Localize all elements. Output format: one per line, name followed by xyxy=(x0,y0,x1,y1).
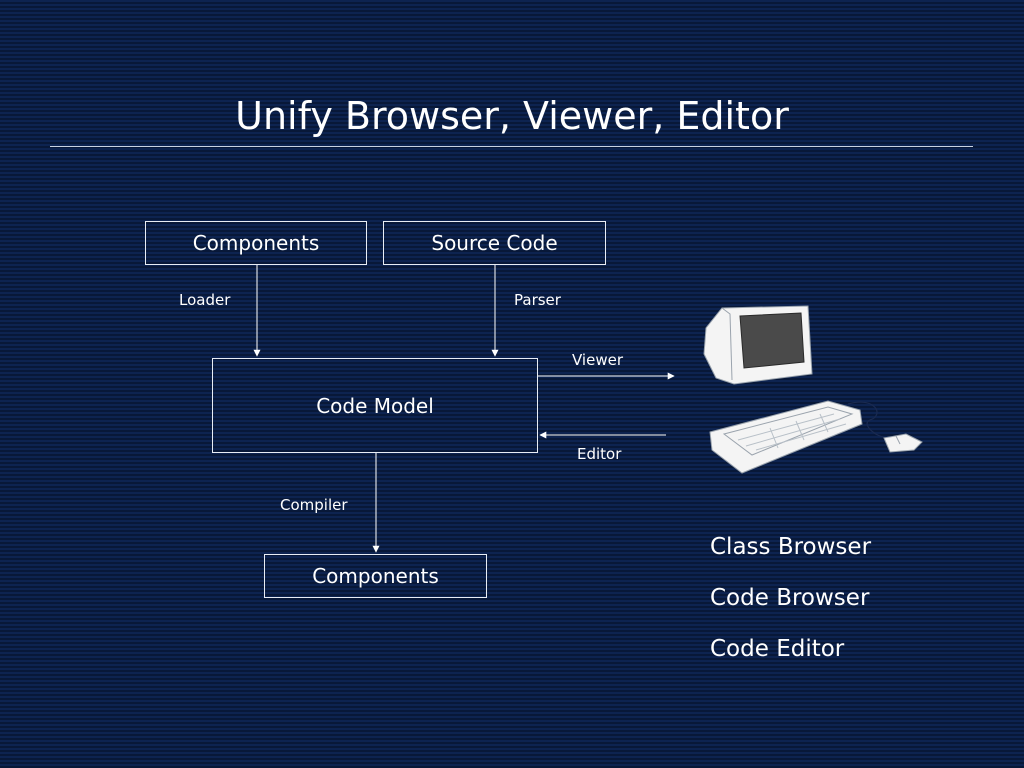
editor-label: Editor xyxy=(577,445,622,463)
code-model-label: Code Model xyxy=(316,393,434,418)
mode-item-code-browser: Code Browser xyxy=(710,585,870,611)
components-input-label: Components xyxy=(192,231,320,255)
compiler-label: Compiler xyxy=(280,496,348,514)
keyboard-icon xyxy=(709,400,863,474)
title-divider xyxy=(50,146,973,147)
computer-icon xyxy=(703,305,923,474)
components-output-box: Components xyxy=(264,554,487,598)
mouse-cable-icon xyxy=(847,401,893,439)
slide-title: Unify Browser, Viewer, Editor xyxy=(235,94,789,138)
mode-item-code-editor: Code Editor xyxy=(710,636,845,662)
loader-label: Loader xyxy=(179,291,231,309)
parser-label: Parser xyxy=(514,291,561,309)
source-code-label: Source Code xyxy=(431,231,558,255)
mouse-icon xyxy=(883,433,923,453)
mode-list: Class Browser Code Browser Code Editor xyxy=(710,530,871,683)
source-code-box: Source Code xyxy=(383,221,606,265)
monitor-icon xyxy=(703,305,813,385)
components-output-label: Components xyxy=(312,564,439,588)
viewer-label: Viewer xyxy=(572,351,623,369)
components-input-box: Components xyxy=(145,221,367,265)
code-model-box: Code Model xyxy=(212,358,538,453)
mode-item-class-browser: Class Browser xyxy=(710,534,872,560)
